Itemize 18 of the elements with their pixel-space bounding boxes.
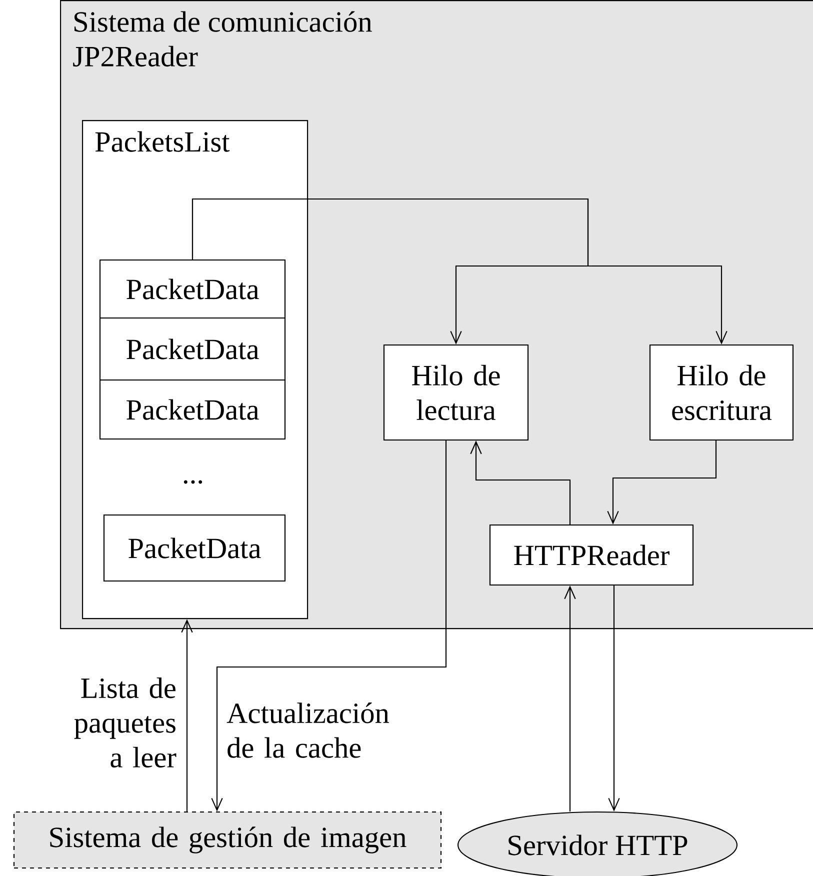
arrow bbox=[181, 619, 193, 812]
edge-label: Lista de paquetes a leer bbox=[74, 678, 176, 768]
arrow bbox=[470, 440, 571, 524]
arrow bbox=[608, 586, 620, 812]
thread-box: Hilo de escritura bbox=[649, 344, 794, 441]
packet-box: PacketData bbox=[99, 317, 286, 381]
arrow bbox=[564, 586, 576, 812]
reader-box: HTTPReader bbox=[489, 524, 694, 586]
edge-label: Actualización de la cache bbox=[226, 702, 389, 758]
arrow bbox=[192, 198, 728, 344]
packet-box: PacketData bbox=[99, 259, 286, 319]
packet-box: PacketData bbox=[103, 514, 286, 582]
arrow bbox=[211, 440, 447, 812]
arrow bbox=[607, 440, 717, 524]
packet-box: PacketData bbox=[99, 379, 286, 440]
thread-box: Hilo de lectura bbox=[383, 344, 529, 441]
external-system-box: Sistema de gestión de imagen bbox=[13, 811, 442, 869]
ellipsis: ... bbox=[184, 480, 202, 484]
